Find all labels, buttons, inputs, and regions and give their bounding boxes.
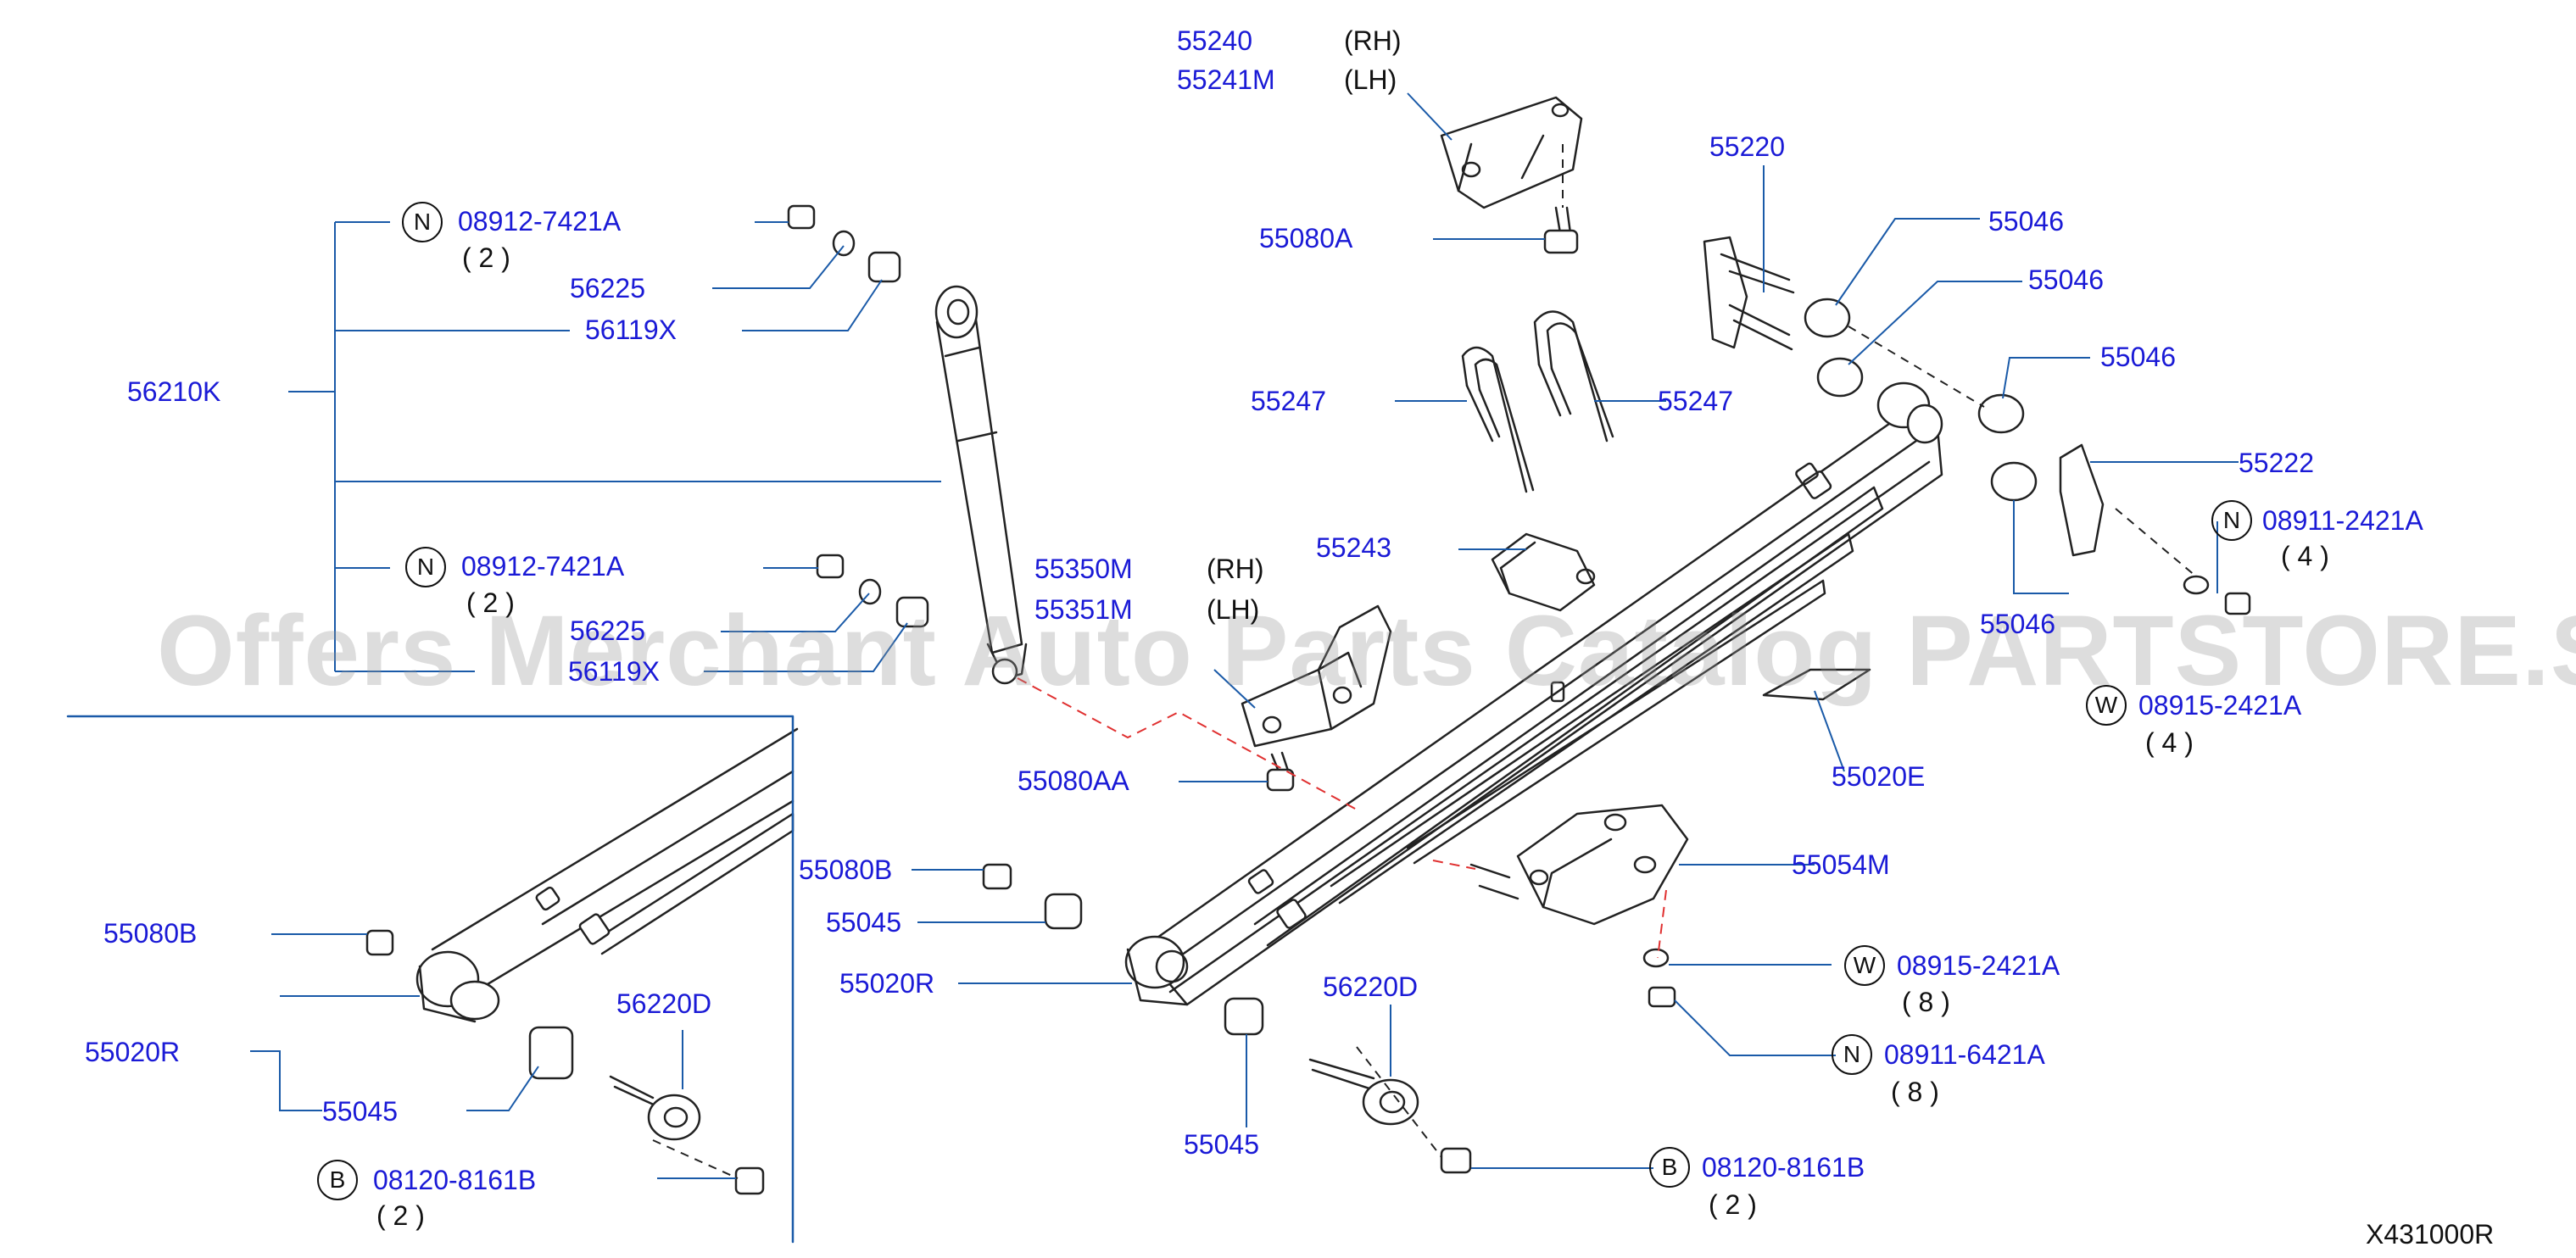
qty-08911-6421A: ( 8 ) [1891,1077,1939,1107]
label-55240[interactable]: 55240 [1177,25,1252,56]
bushing-56119X-a [867,251,901,283]
label-55046-b[interactable]: 55046 [2028,264,2104,295]
pin-56220D-inset [609,1075,765,1195]
label-55045-main-a[interactable]: 55045 [826,907,901,938]
washer-56225-a [832,230,856,257]
label-55351M[interactable]: 55351M [1034,594,1133,625]
washer-08915-a [2183,575,2210,595]
bushing-55045-inset [528,1026,574,1080]
bushing-55045-main [1224,997,1264,1036]
label-55046-d[interactable]: 55046 [1980,609,2055,639]
bolt-55080A [1543,206,1579,254]
qty-08915-2421A-b: ( 8 ) [1902,987,1950,1017]
qty-08912-7421A-a: ( 2 ) [462,242,510,273]
bushing-55046-b [1816,357,1864,398]
label-55222[interactable]: 55222 [2239,448,2314,478]
label-55247-right[interactable]: 55247 [1658,386,1733,416]
bracket-55240 [1440,96,1583,209]
label-55241M[interactable]: 55241M [1177,64,1275,95]
label-08911-2421A[interactable]: 08911-2421A [2262,505,2423,536]
qty-08120-8161B-inset: ( 2 ) [376,1200,425,1231]
label-55020R-inset[interactable]: 55020R [85,1037,181,1067]
label-08912-7421A-a[interactable]: 08912-7421A [458,206,622,237]
pin-56220D-main [1308,1058,1472,1174]
shim-55020E [1762,668,1871,701]
shackle-plate-55222 [2059,443,2105,557]
bushing-55046-d [1990,461,2038,502]
symbol-n-08911-6421A: N [1832,1034,1872,1075]
bushing-55046-a [1804,298,1851,338]
label-55046-a[interactable]: 55046 [1988,206,2064,237]
qty-08911-2421A: ( 4 ) [2281,541,2329,571]
bushing-56119X-b [895,596,929,628]
leaf-spring-main [1124,381,1943,1006]
u-bolt-right [1533,310,1614,443]
symbol-b-08120-8161B-main: B [1649,1147,1690,1188]
label-55046-c[interactable]: 55046 [2100,342,2176,372]
nut-08912-b [816,554,845,579]
nut-08911-2421A [2224,592,2251,615]
label-55080B-inset[interactable]: 55080B [103,918,198,949]
diagram-reference: X431000R [2366,1219,2495,1250]
label-08915-2421A[interactable]: 08915-2421A [2138,690,2302,721]
washer-08915-b [1642,948,1670,968]
symbol-n-08912-7421A-b: N [405,547,446,587]
label-55045-main-b[interactable]: 55045 [1184,1129,1259,1160]
nut-55080B-main [982,863,1012,890]
label-56119X-b[interactable]: 56119X [568,656,660,687]
label-56119X-a[interactable]: 56119X [585,314,677,345]
symbol-b-08120-8161B-inset: B [317,1160,358,1200]
label-55350M[interactable]: 55350M [1034,554,1133,584]
spring-pad-55243 [1491,532,1596,612]
label-08912-7421A-b[interactable]: 08912-7421A [461,551,625,582]
spring-seat-55054M [1469,804,1689,926]
label-56210K[interactable]: 56210K [127,376,221,407]
label-55080B-main[interactable]: 55080B [799,854,893,885]
label-55020R-main[interactable]: 55020R [839,968,935,999]
label-08915-2421A-b[interactable]: 08915-2421A [1897,950,2060,981]
bracket-55350M [1241,604,1392,748]
shackle-55220 [1703,236,1795,351]
label-55080AA[interactable]: 55080AA [1018,765,1129,796]
qty-08912-7421A-b: ( 2 ) [466,587,515,618]
bushing-55045-a [1044,893,1083,930]
label-55243[interactable]: 55243 [1316,532,1391,563]
bushing-55046-c [1977,393,2025,434]
symbol-w-08915-2421A-b: W [1844,945,1885,986]
label-55045-inset[interactable]: 55045 [322,1096,398,1127]
nut-08911-6421A [1648,986,1676,1008]
symbol-n-08912-7421A-a: N [402,202,443,242]
symbol-w-08915-2421A: W [2086,685,2127,726]
label-55247-left[interactable]: 55247 [1251,386,1326,416]
label-lh-55351M: (LH) [1207,594,1260,625]
label-08120-8161B-inset[interactable]: 08120-8161B [373,1165,537,1195]
label-55054M[interactable]: 55054M [1792,849,1890,880]
label-56225-b[interactable]: 56225 [570,615,645,646]
label-56225-a[interactable]: 56225 [570,273,645,303]
shock-absorber [934,285,1028,685]
bolt-55080AA [1266,751,1295,792]
label-lh-55241M: (LH) [1344,64,1397,95]
leaf-spring-inset [415,727,799,1023]
qty-08120-8161B-main: ( 2 ) [1709,1189,1757,1220]
symbol-n-08911-2421A: N [2211,500,2252,541]
label-08911-6421A[interactable]: 08911-6421A [1884,1039,2045,1070]
nut-08912-a [787,204,816,230]
label-55080A[interactable]: 55080A [1259,223,1353,253]
label-08120-8161B-main[interactable]: 08120-8161B [1702,1152,1865,1183]
qty-08915-2421A: ( 4 ) [2145,727,2194,758]
nut-55080B-inset [365,929,394,956]
label-55020E[interactable]: 55020E [1832,761,1926,792]
label-56220D-inset[interactable]: 56220D [616,988,712,1019]
label-rh-55240: (RH) [1344,25,1402,56]
label-55220[interactable]: 55220 [1709,131,1785,162]
u-bolt-left [1461,346,1535,493]
label-rh-55350M: (RH) [1207,554,1264,584]
label-56220D-main[interactable]: 56220D [1323,971,1419,1002]
